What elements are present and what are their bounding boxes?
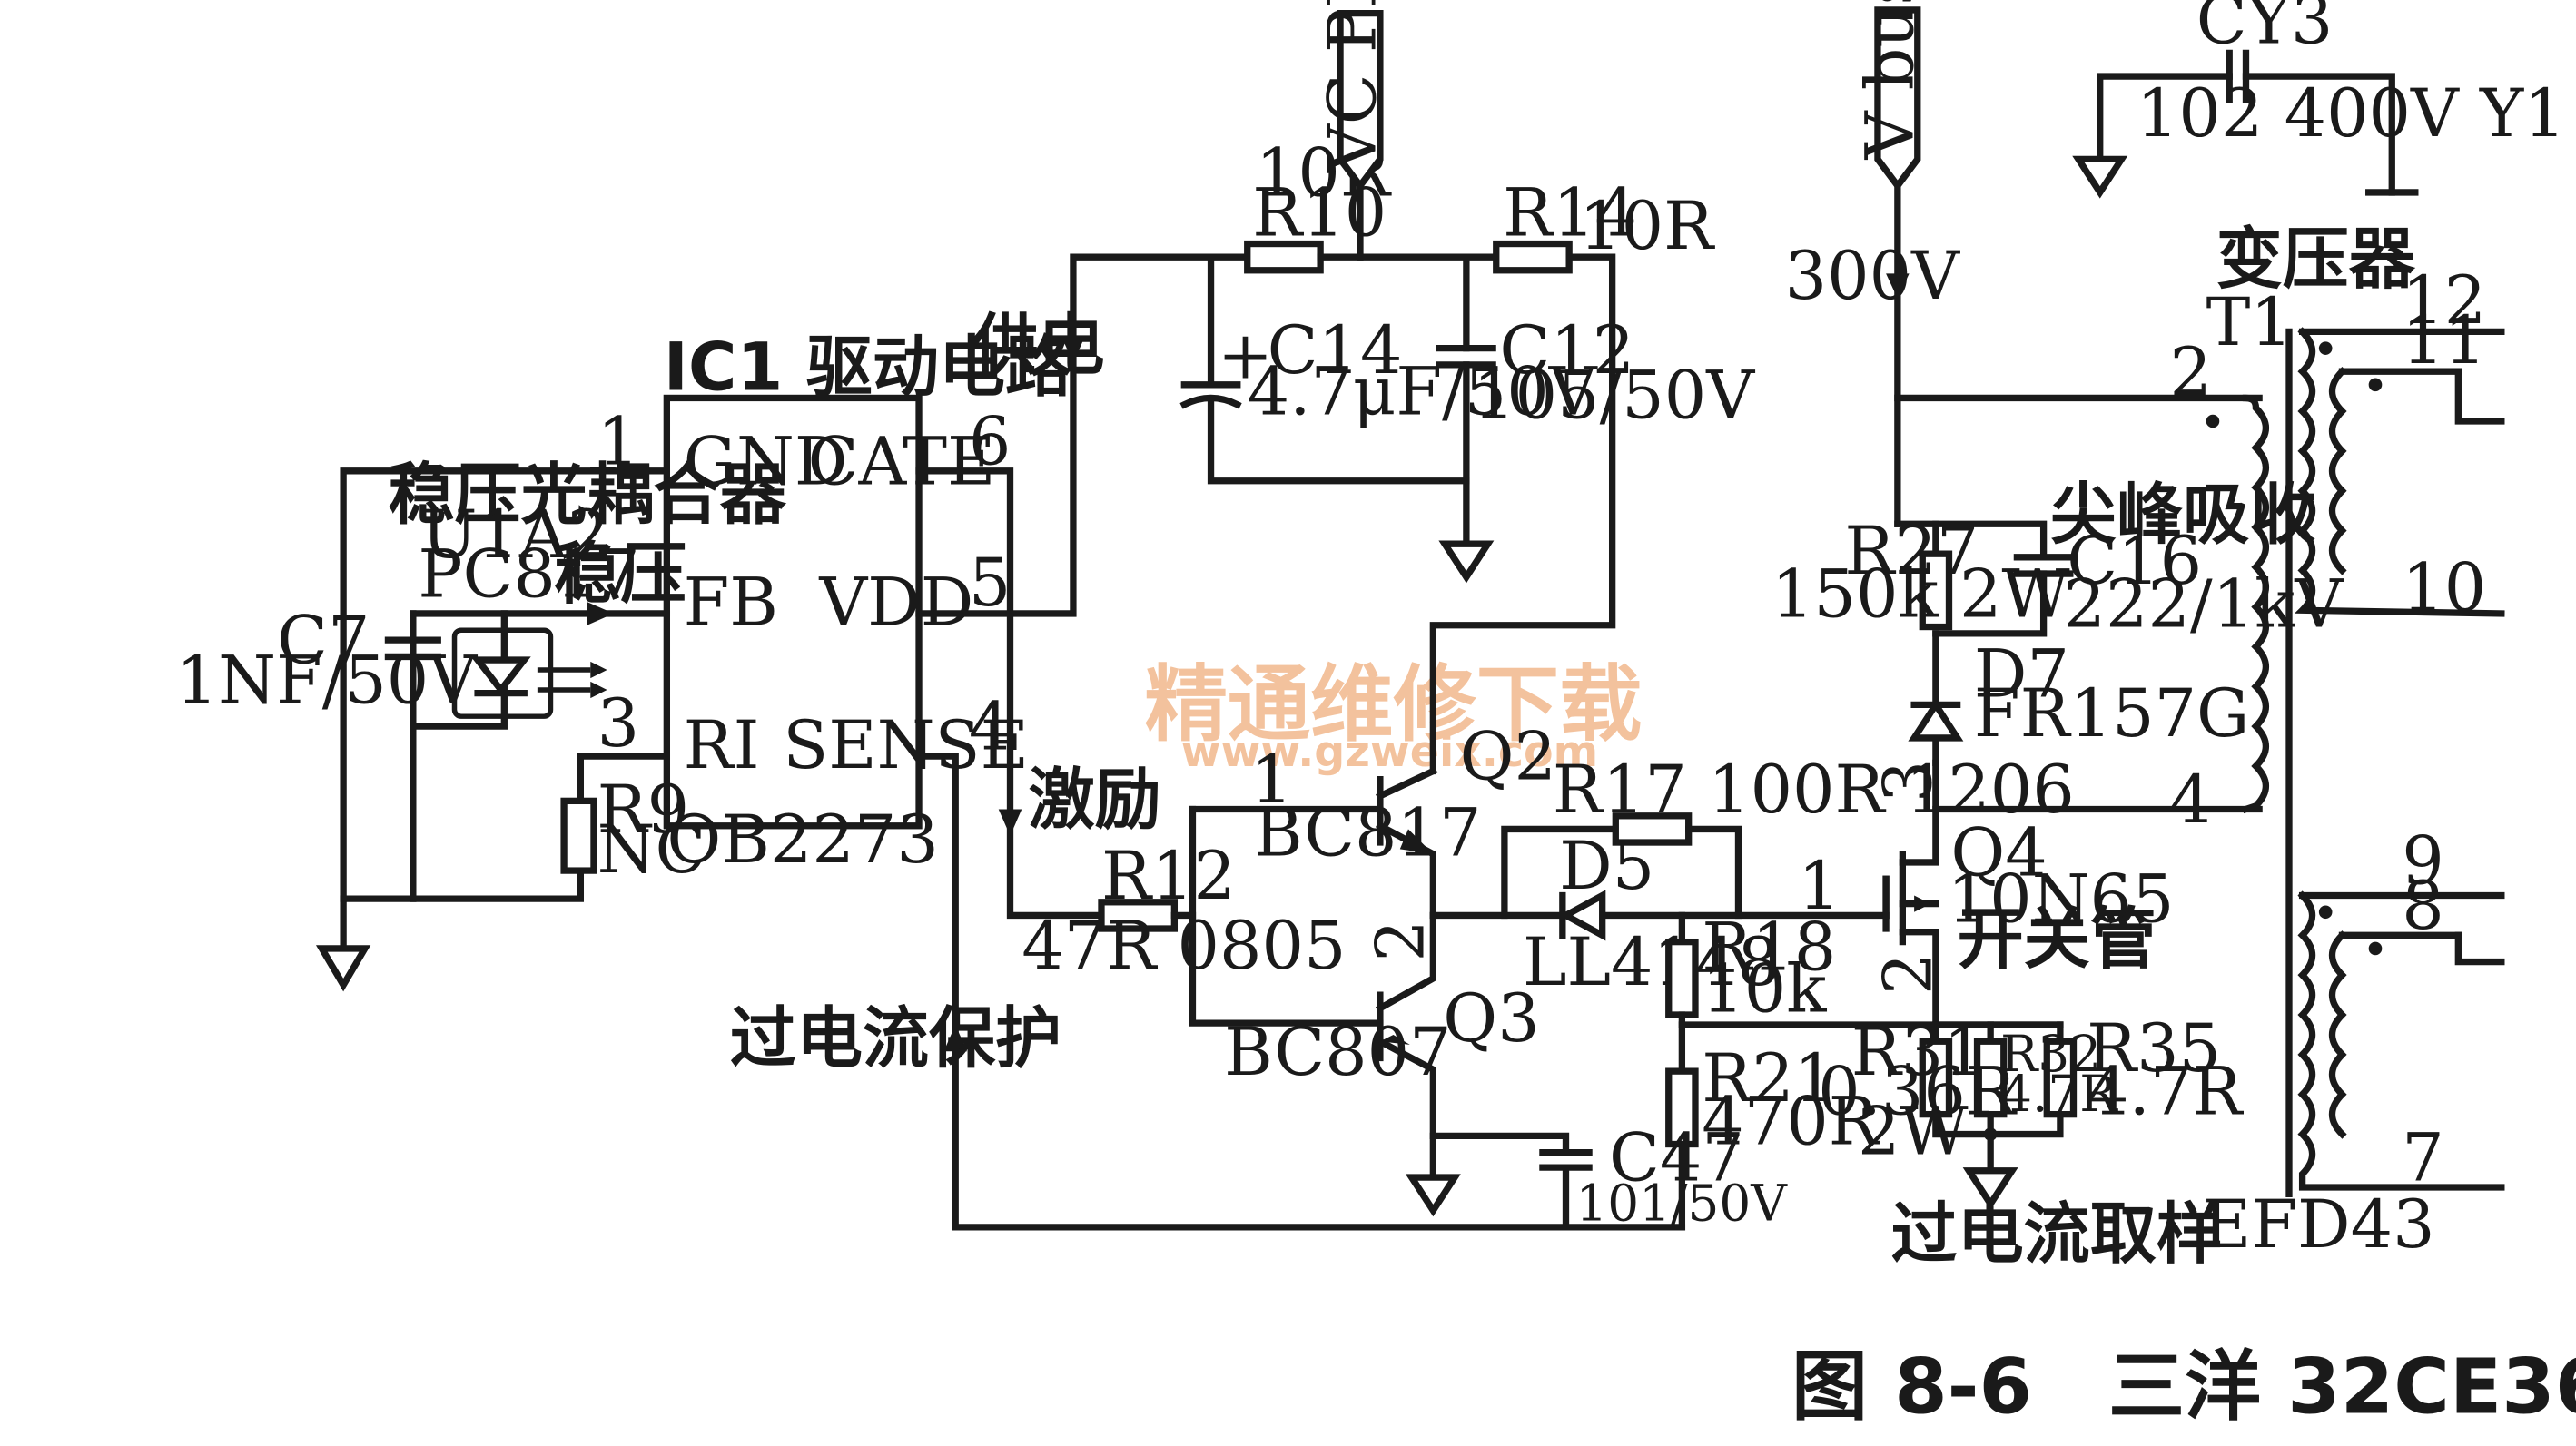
q4-part: 10N65 <box>1948 861 2175 939</box>
r21-value: 470R <box>1702 1084 1880 1161</box>
ic1-title: IC1 驱动电路 <box>664 329 1072 406</box>
transformer-label: 变压器 <box>2216 221 2416 299</box>
ic1-pin-vdd: VDD <box>818 565 973 642</box>
r10-ref: R10 <box>1252 174 1387 251</box>
d5-ref: D5 <box>1559 828 1654 905</box>
q2-part: BC817 <box>1254 795 1481 872</box>
v-bus-label: V bus <box>1851 0 1929 160</box>
cy3-capacitor: CY3 102 400V Y1 <box>2072 0 2566 199</box>
d5-part: LL4148 <box>1523 924 1780 1001</box>
opto-part: PC817 <box>418 536 640 614</box>
transformer-t1: 变压器 T1 2 4 12 11 10 9 8 7 EFD43 <box>2169 221 2505 1264</box>
switch-label: 开关管 <box>1958 901 2157 979</box>
ic1-pin-fb: FB <box>684 565 778 642</box>
t1-core: EFD43 <box>2203 1186 2435 1264</box>
r9-ref: R9 <box>597 772 690 849</box>
ic1-pin-gnd: GND <box>684 423 848 500</box>
ic1-pin-number-sense: 4 <box>969 689 1012 766</box>
ic1-pin-number-vdd: 5 <box>969 545 1012 622</box>
q4-source-pin: 2 <box>1870 953 1947 996</box>
q4-gate-pin: 1 <box>1798 848 1841 925</box>
c47-ref: C47 <box>1609 1120 1744 1197</box>
c7-value: 1NF/50V <box>176 643 479 720</box>
d7-part: FR157G <box>1974 675 2250 753</box>
t1-pin-4: 4 <box>2169 762 2212 839</box>
c47-value: 101/50V <box>1575 1175 1788 1233</box>
r18-ref: R18 <box>1702 910 1836 987</box>
c14-value: 4.7μF/50V <box>1248 354 1598 431</box>
r12-value: 47R 0805 <box>1022 908 1346 985</box>
r31-ref: R31 <box>1851 1014 1986 1091</box>
t1-ref: T1 <box>2206 284 2293 361</box>
current-sense-label: 过电流取样 <box>1891 1196 2223 1274</box>
ic1-pin-ri: RI <box>684 707 760 784</box>
left-network: 稳压光耦合器 U1A2 PC817 稳压 C7 1NF/50V R9 NC <box>176 457 787 992</box>
ic1-pin-cate: CATE <box>808 423 996 500</box>
cy3-value: 102 400V Y1 <box>2137 75 2566 152</box>
r35-value: 4.7R <box>2087 1054 2244 1131</box>
ic1-part: OB2273 <box>666 802 939 879</box>
opto-label: 稳压光耦合器 <box>388 457 786 534</box>
q4-ref: Q4 <box>1950 815 2047 892</box>
c12-value: 105/50V <box>1473 357 1755 434</box>
c14-polarity: + <box>1218 318 1273 395</box>
r27-ref: R27 <box>1844 513 1979 590</box>
c7-ref: C7 <box>277 603 370 680</box>
d7-ref: D7 <box>1974 635 2069 713</box>
r14-value: 10R <box>1579 188 1715 265</box>
r9-value: NC <box>597 812 706 889</box>
r14-ref: R14 <box>1503 174 1637 251</box>
node-2-label: 2 <box>1362 920 1439 962</box>
c16-value: 222/1kV <box>2064 566 2344 644</box>
r35-ref: R35 <box>2087 1010 2221 1087</box>
t1-pin-2: 2 <box>2169 334 2212 411</box>
ocp-label: 过电流保护 <box>730 1000 1061 1077</box>
r31-value: 0.36R <box>1818 1054 2018 1131</box>
supply-network: 供电 10R R10 R14 10R VC PFC + C14 4.7μF/50… <box>915 0 1755 775</box>
v300-label: 300V <box>1785 238 1960 315</box>
watermark: 精通维修下载 www.gzweix.com <box>1144 655 1642 777</box>
r31-power: 2W <box>1858 1093 1969 1170</box>
r18-value: 10k <box>1702 950 1827 1028</box>
drive-network: 激励 R12 47R 0805 1 Q2 BC817 Q3 BC807 2 R1… <box>730 467 2075 1233</box>
q4-drain-pin: 3 <box>1870 761 1947 803</box>
r12-ref: R12 <box>1101 838 1236 915</box>
vc-pfc-label: VC PFC <box>1314 0 1391 173</box>
power-stage: 1 2 3 Q4 10N65 开关管 D7 FR157G R27 150k 2W… <box>1772 0 2344 1274</box>
watermark-text: 精通维修下载 <box>1144 655 1642 753</box>
r32-value: 4.7R <box>2000 1065 2118 1123</box>
t1-pin-11: 11 <box>2402 302 2486 379</box>
ic1-pin-sense: SENSE <box>783 707 1029 784</box>
spike-label: 尖峰吸收 <box>2050 477 2315 554</box>
t1-pin-9: 9 <box>2402 823 2443 900</box>
c12-ref: C12 <box>1499 312 1634 389</box>
figure-caption: 图 8-6 三洋 32CE360 液晶彩电 <box>1791 1342 2576 1431</box>
r17-label: R17 100R 1206 <box>1553 752 2075 829</box>
opto-ref: U1A2 <box>421 497 609 574</box>
r32-ref: R32 <box>2000 1025 2101 1083</box>
cy3-ref: CY3 <box>2196 0 2334 59</box>
r21-ref: R21 <box>1702 1040 1836 1117</box>
r27-value: 150k 2W <box>1772 556 2070 634</box>
ic1-driver: IC1 驱动电路 GND FB RI CATE VDD SENSE OB2273… <box>597 329 1072 879</box>
t1-pin-12: 12 <box>2402 262 2486 339</box>
watermark-url: www.gzweix.com <box>1181 727 1599 777</box>
c16-ref: C16 <box>2067 523 2202 600</box>
supply-label: 供电 <box>972 308 1104 385</box>
opto-function: 稳压 <box>554 536 686 614</box>
c14-ref: C14 <box>1268 312 1403 389</box>
ic1-pin-number-ri: 3 <box>597 685 640 762</box>
q3-ref: Q3 <box>1443 980 1539 1057</box>
node-1-label: 1 <box>1250 742 1293 819</box>
drive-label: 激励 <box>1029 762 1161 839</box>
q2-ref: Q2 <box>1460 719 1556 796</box>
q3-part: BC807 <box>1224 1014 1451 1091</box>
